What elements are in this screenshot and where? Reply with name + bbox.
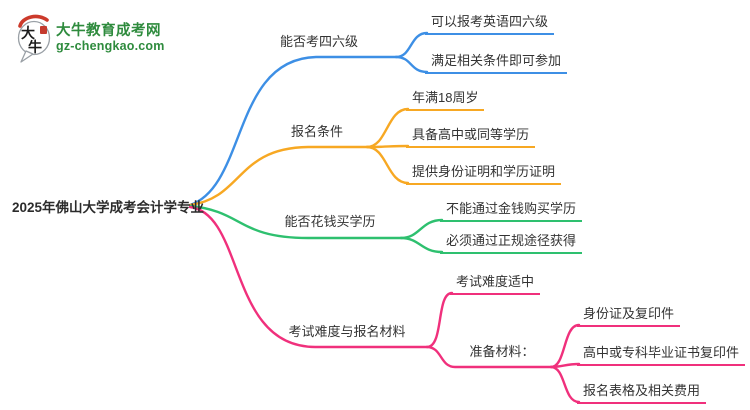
node-formal-channel: 必须通过正规途径获得 xyxy=(440,233,583,254)
node-form-and-fee: 报名表格及相关费用 xyxy=(577,383,707,404)
branch-enroll-curve xyxy=(188,145,369,207)
node-difficulty-moderate: 考试难度适中 xyxy=(450,274,541,295)
site-logo: 大 牛 大牛教育成考网 gz-chengkao.com xyxy=(14,12,184,68)
logo-char-bottom: 牛 xyxy=(28,39,42,55)
branch-buy-degree: 能否花钱买学历 xyxy=(284,214,376,229)
site-domain: gz-chengkao.com xyxy=(56,39,165,53)
branch-exam-materials-curve xyxy=(188,205,429,349)
logo-seal-icon xyxy=(40,26,47,34)
edge-can-take-cet xyxy=(394,31,429,59)
edge-formal-channel xyxy=(399,236,444,254)
node-id-card-copy: 身份证及复印件 xyxy=(577,306,681,327)
branch-exam-materials: 考试难度与报名材料 xyxy=(288,324,406,339)
node-diploma-copy: 高中或专科毕业证书复印件 xyxy=(577,345,746,366)
node-age-18: 年满18周岁 xyxy=(406,90,485,111)
node-cannot-buy-degree: 不能通过金钱购买学历 xyxy=(440,201,583,222)
edge-age-18 xyxy=(365,107,410,149)
branch-cet46: 能否考四六级 xyxy=(279,34,359,49)
root-topic: 2025年佛山大学成考会计学专业 xyxy=(12,200,205,215)
logo-char-top: 大 xyxy=(21,25,35,41)
node-id-and-diploma-proof: 提供身份证明和学历证明 xyxy=(406,164,562,185)
edge-id-and-diploma-proof xyxy=(365,145,410,185)
edge-materials xyxy=(425,345,553,369)
edge-difficulty-moderate xyxy=(425,291,454,349)
edge-cannot-buy xyxy=(399,218,444,240)
edge-highschool-equiv xyxy=(365,144,410,149)
branch-buy-degree-curve xyxy=(188,204,403,240)
node-highschool-equiv: 具备高中或同等学历 xyxy=(406,127,536,148)
edge-id-card-copy xyxy=(549,323,581,369)
edge-form-and-fee xyxy=(549,365,581,404)
node-meet-conditions: 满足相关条件即可参加 xyxy=(425,53,568,74)
node-materials: 准备材料： xyxy=(469,344,535,359)
logo-bubble-icon: 大 牛 xyxy=(17,14,51,63)
node-can-take-cet: 可以报考英语四六级 xyxy=(425,14,555,35)
branch-enroll-conditions: 报名条件 xyxy=(290,124,344,139)
edge-meet-conditions xyxy=(394,55,429,74)
logo-red-arc xyxy=(18,14,49,28)
branch-cet46-curve xyxy=(188,55,398,207)
site-name: 大牛教育成考网 xyxy=(56,23,161,39)
